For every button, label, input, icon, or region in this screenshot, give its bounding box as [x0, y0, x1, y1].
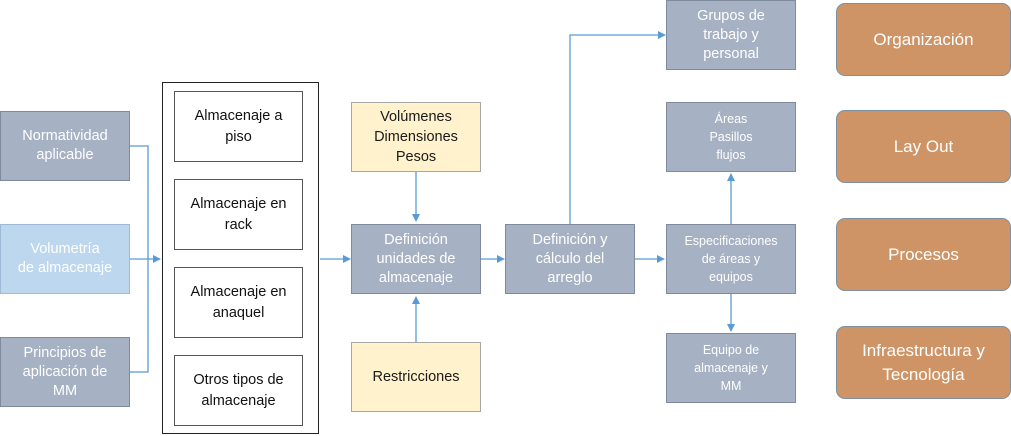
connector-arreglo-to-grupos: [569, 31, 666, 224]
storage-rack-label: Almacenaje en rack: [190, 195, 287, 233]
storage-rack-box: Almacenaje en rack: [174, 179, 303, 250]
areas-label: Áreas Pasillos flujos: [709, 112, 753, 162]
especificaciones-box: Especificaciones de áreas y equipos: [666, 224, 796, 294]
definicion-arreglo-label: Definición y cálculo del arreglo: [532, 231, 608, 286]
volumetria-box: Volumetría de almacenaje: [0, 224, 130, 294]
grupos-label: Grupos de trabajo y personal: [697, 7, 765, 62]
normatividad-box: Normatividad aplicable: [0, 111, 130, 181]
connector-principios: [130, 259, 149, 373]
storage-anaquel-label: Almacenaje en anaquel: [190, 283, 287, 321]
restricciones-box: Restricciones: [351, 342, 481, 412]
grupos-box: Grupos de trabajo y personal: [666, 0, 796, 70]
storage-anaquel-box: Almacenaje en anaquel: [174, 267, 303, 338]
volumenes-box: Volúmenes Dimensiones Pesos: [351, 102, 481, 172]
layout-label: Lay Out: [893, 136, 954, 156]
volumetria-label: Volumetría de almacenaje: [17, 241, 113, 276]
equipo-label: Equipo de almacenaje y MM: [694, 343, 768, 393]
organizacion-box: Organización: [836, 3, 1011, 76]
areas-box: Áreas Pasillos flujos: [666, 102, 796, 172]
infraestructura-label: Infraestructura y Tecnología: [862, 340, 985, 384]
storage-piso-box: Almacenaje a piso: [174, 91, 303, 162]
definicion-arreglo-box: Definición y cálculo del arreglo: [505, 224, 635, 294]
storage-otros-box: Otros tipos de almacenaje: [174, 355, 303, 426]
procesos-box: Procesos: [836, 218, 1011, 291]
connector-normatividad: [130, 145, 149, 259]
principios-box: Principios de aplicación de MM: [0, 337, 130, 407]
restricciones-label: Restricciones: [372, 369, 460, 385]
layout-box: Lay Out: [836, 110, 1011, 183]
principios-label: Principios de aplicación de MM: [22, 344, 108, 399]
storage-piso-label: Almacenaje a piso: [194, 107, 283, 145]
especificaciones-label: Especificaciones de áreas y equipos: [684, 234, 778, 284]
definicion-unidades-box: Definición unidades de almacenaje: [351, 224, 481, 294]
storage-otros-label: Otros tipos de almacenaje: [193, 371, 284, 409]
volumenes-label: Volúmenes Dimensiones Pesos: [374, 109, 458, 165]
definicion-unidades-label: Definición unidades de almacenaje: [376, 231, 456, 286]
infraestructura-box: Infraestructura y Tecnología: [836, 326, 1011, 399]
procesos-label: Procesos: [888, 244, 959, 264]
equipo-box: Equipo de almacenaje y MM: [666, 333, 796, 403]
organizacion-label: Organización: [873, 29, 974, 49]
normatividad-label: Normatividad aplicable: [22, 128, 108, 163]
